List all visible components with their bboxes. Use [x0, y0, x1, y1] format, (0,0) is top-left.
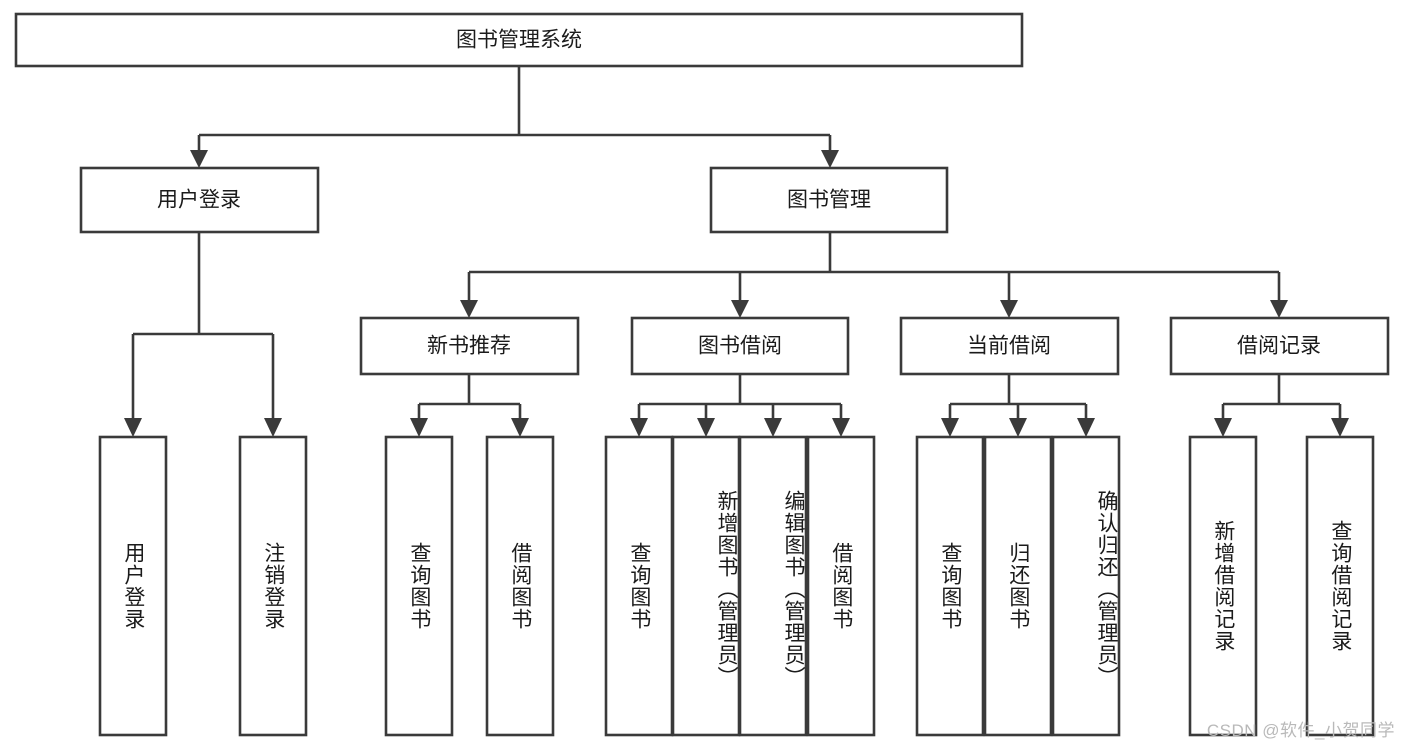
arrow-user-login-leaf-2 [264, 418, 282, 437]
arrow-current-borrow-leaf-2 [1009, 418, 1027, 437]
arrow-root-to-book-mgmt [821, 150, 839, 168]
arrow-book-borrow-leaf-1 [630, 418, 648, 437]
node-borrow-record[interactable] [1169, 316, 1390, 376]
arrow-book-mgmt-to-borrow-record [1270, 300, 1288, 318]
node-label-borrow-record: 借阅记录 [1237, 335, 1321, 358]
node-leaf-borrow-book[interactable] [806, 435, 876, 737]
node-root-book-management-system[interactable] [14, 12, 1024, 68]
arrow-new-book-rec-leaf-2 [511, 418, 529, 437]
watermark-text: CSDN @软件_小贺同学 [1206, 721, 1395, 740]
node-label-new-book-recommend: 新书推荐 [427, 335, 511, 358]
arrow-new-book-rec-leaf-1 [410, 418, 428, 437]
node-book-management[interactable] [709, 166, 949, 234]
arrow-book-borrow-leaf-4 [832, 418, 850, 437]
node-new-book-recommend[interactable] [359, 316, 580, 376]
node-leaf-search-book-borrow[interactable] [604, 435, 674, 737]
node-label-book-management: 图书管理 [787, 189, 871, 212]
node-current-borrow[interactable] [899, 316, 1120, 376]
node-user-login[interactable] [79, 166, 320, 234]
node-leaf-add-borrow-record[interactable] [1188, 435, 1258, 737]
connector-layer [124, 66, 1349, 437]
arrow-book-borrow-leaf-2 [697, 418, 715, 437]
node-label-user-login: 用户登录 [157, 189, 241, 212]
node-label-book-borrow: 图书借阅 [698, 335, 782, 358]
node-book-borrow[interactable] [630, 316, 850, 376]
node-leaf-search-book-current[interactable] [915, 435, 985, 737]
arrow-borrow-record-leaf-2 [1331, 418, 1349, 437]
node-leaf-edit-book-admin[interactable] [738, 435, 808, 737]
node-leaf-return-book[interactable] [983, 435, 1053, 737]
node-leaf-search-book-rec[interactable] [384, 435, 454, 737]
arrow-book-borrow-leaf-3 [764, 418, 782, 437]
node-leaf-borrow-book-rec[interactable] [485, 435, 555, 737]
arrow-book-mgmt-to-new-book-rec [460, 300, 478, 318]
node-leaf-logout[interactable] [238, 435, 308, 737]
node-layer: 图书管理系统 用户登录 图书管理 新书推荐 图书借阅 当前借阅 借阅记录 [14, 12, 1390, 737]
node-leaf-add-book-admin[interactable] [671, 435, 741, 737]
node-leaf-user-login[interactable] [98, 435, 168, 737]
arrow-current-borrow-leaf-1 [941, 418, 959, 437]
arrow-root-to-user-login [190, 150, 208, 168]
arrow-book-mgmt-to-current-borrow [1000, 300, 1018, 318]
node-label-current-borrow: 当前借阅 [967, 335, 1051, 358]
node-leaf-search-borrow-record[interactable] [1305, 435, 1375, 737]
node-label-root: 图书管理系统 [456, 29, 582, 52]
arrow-current-borrow-leaf-3 [1077, 418, 1095, 437]
arrow-borrow-record-leaf-1 [1214, 418, 1232, 437]
node-leaf-confirm-return-admin[interactable] [1051, 435, 1121, 737]
arrow-user-login-leaf-1 [124, 418, 142, 437]
arrow-book-mgmt-to-book-borrow [731, 300, 749, 318]
